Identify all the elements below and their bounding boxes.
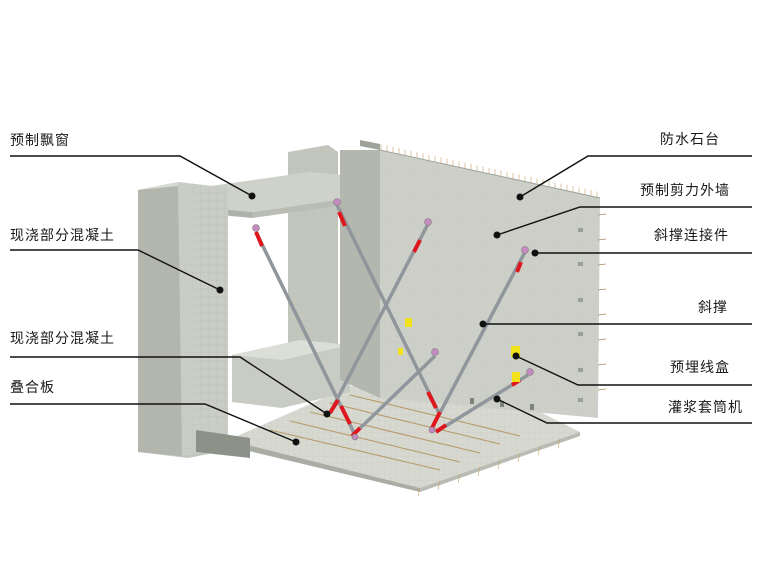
embedded-junction-boxes (398, 318, 520, 382)
grout-sleeves (470, 398, 534, 410)
diagonal-braces (254, 204, 529, 438)
prefab-shear-wall (340, 144, 607, 418)
waterproof-stone-ledge (360, 140, 380, 150)
junction-box-2 (511, 346, 520, 357)
connector-3 (424, 218, 432, 226)
label-cast-in-place-1: 现浇部分混凝土 (10, 228, 115, 244)
brace-connectors (252, 198, 534, 441)
connector-1 (252, 224, 260, 232)
leader-lines (10, 155, 752, 443)
label-waterproof-stone-ledge: 防水石台 (660, 132, 720, 148)
brace-e (430, 251, 527, 429)
leader-dots (216, 192, 539, 446)
connector-5 (431, 348, 439, 356)
label-diagonal-brace: 斜撑 (698, 300, 728, 316)
label-prefab-bay-window: 预制飘窗 (10, 133, 70, 149)
connector-7 (351, 433, 359, 441)
label-brace-connector: 斜撑连接件 (654, 228, 729, 244)
connector-6 (526, 368, 534, 376)
prefab-bay-window (210, 172, 352, 408)
junction-box-3 (512, 372, 520, 382)
label-grout-sleeve: 灌浆套筒机 (668, 400, 743, 416)
connector-2 (333, 198, 341, 206)
junction-box-1 (405, 318, 412, 327)
label-composite-slab: 叠合板 (10, 380, 55, 396)
connector-8 (428, 426, 436, 434)
junction-box-4 (398, 348, 403, 355)
connector-4 (521, 246, 529, 254)
label-prefab-shear-wall: 预制剪力外墙 (640, 183, 730, 199)
brace-c (328, 223, 430, 415)
label-cast-in-place-2: 现浇部分混凝土 (10, 331, 115, 347)
brace-b (335, 204, 442, 416)
cast-in-place-column (138, 182, 250, 458)
label-embedded-junction-box: 预埋线盒 (670, 360, 730, 376)
